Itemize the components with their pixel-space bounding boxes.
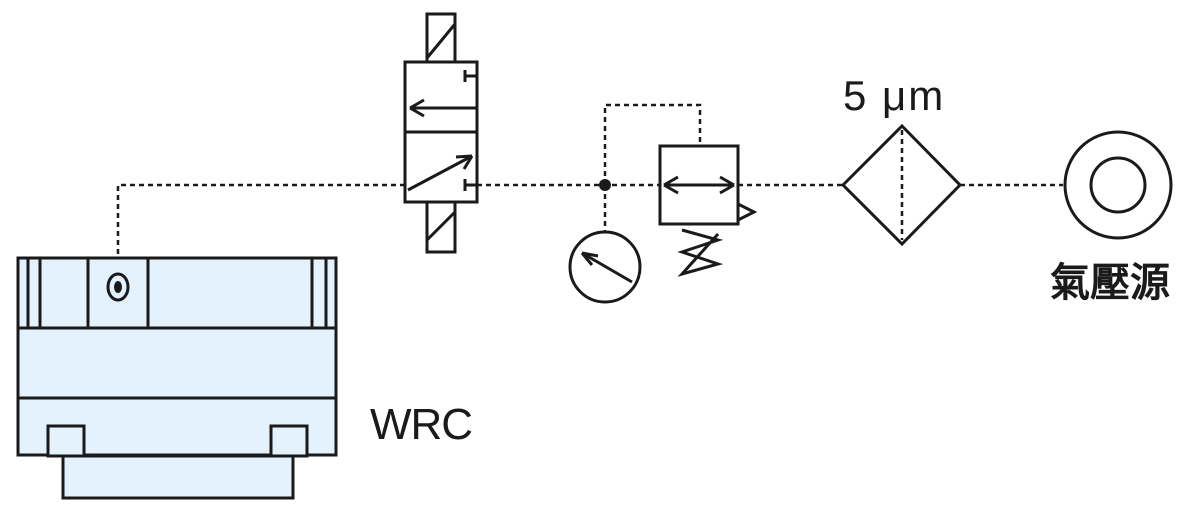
air-lines (116, 103, 1063, 272)
junction-dot (599, 179, 611, 191)
gripper-jaw-right (269, 424, 309, 458)
air-source-label: 氣壓源 (1050, 260, 1170, 306)
filter-rating-label: 5 μm (843, 72, 946, 119)
gripper-jaw-left (46, 424, 86, 458)
air-filter (840, 123, 963, 247)
solenoid-bottom (425, 200, 457, 254)
pressure-regulator (658, 144, 758, 277)
gripper-lower-block (61, 454, 295, 500)
solenoid-valve (403, 12, 479, 254)
air-source-icon (1063, 130, 1173, 240)
gripper-main-body (16, 256, 338, 457)
line-gripper-to-valve (116, 183, 405, 272)
regulator-spring (677, 228, 724, 277)
pressure-gauge-icon (568, 230, 642, 304)
gripper-body (16, 256, 338, 500)
gripper-label: WRC (370, 400, 473, 449)
line-pilot (603, 103, 702, 185)
